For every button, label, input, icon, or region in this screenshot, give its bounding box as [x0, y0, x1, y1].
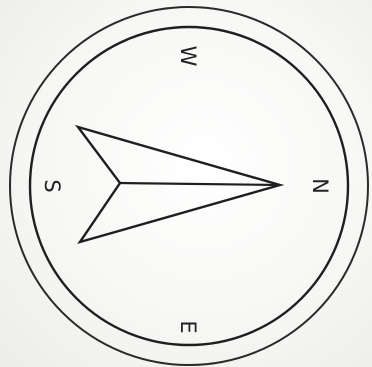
compass-needle-axis	[120, 183, 280, 185]
compass-label-west: W	[176, 46, 200, 67]
compass-label-south: S	[40, 179, 64, 192]
compass-label-east: E	[176, 320, 200, 333]
compass-label-north: N	[308, 178, 332, 194]
compass-inner-ring	[30, 27, 348, 345]
